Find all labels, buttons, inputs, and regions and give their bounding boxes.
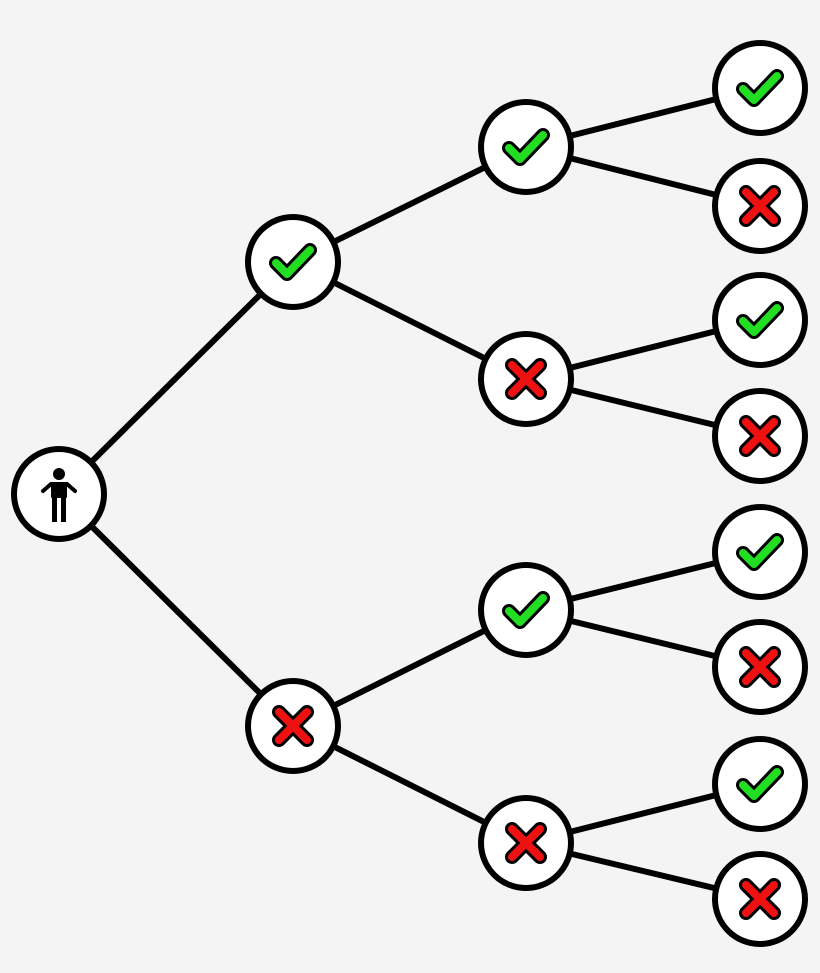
edge-root-to-l1-2 xyxy=(56,491,296,729)
cross-icon xyxy=(505,358,547,400)
check-icon xyxy=(736,765,784,803)
cross-icon xyxy=(739,415,781,457)
level3-node-yes xyxy=(712,504,808,600)
level1-node-yes xyxy=(245,214,341,310)
level2-node-yes xyxy=(478,99,574,195)
person-icon xyxy=(41,468,77,522)
check-icon xyxy=(502,128,550,166)
check-icon xyxy=(736,533,784,571)
level3-node-no xyxy=(712,158,808,254)
level2-node-no xyxy=(478,795,574,891)
level1-node-no xyxy=(245,678,341,774)
root-node xyxy=(11,446,107,542)
edge-root-to-l1-1 xyxy=(56,259,296,497)
tree-edges xyxy=(56,85,763,902)
tree-nodes xyxy=(11,40,808,947)
level3-node-yes xyxy=(712,272,808,368)
check-icon xyxy=(736,301,784,339)
level2-node-yes xyxy=(478,562,574,658)
cross-icon xyxy=(505,822,547,864)
cross-icon xyxy=(739,878,781,920)
level3-node-no xyxy=(712,851,808,947)
cross-icon xyxy=(739,646,781,688)
check-icon xyxy=(269,243,317,281)
check-icon xyxy=(736,69,784,107)
cross-icon xyxy=(739,185,781,227)
cross-icon xyxy=(272,705,314,747)
level3-node-no xyxy=(712,388,808,484)
level3-node-yes xyxy=(712,736,808,832)
check-icon xyxy=(502,591,550,629)
level3-node-no xyxy=(712,619,808,715)
level3-node-yes xyxy=(712,40,808,136)
level2-node-no xyxy=(478,331,574,427)
